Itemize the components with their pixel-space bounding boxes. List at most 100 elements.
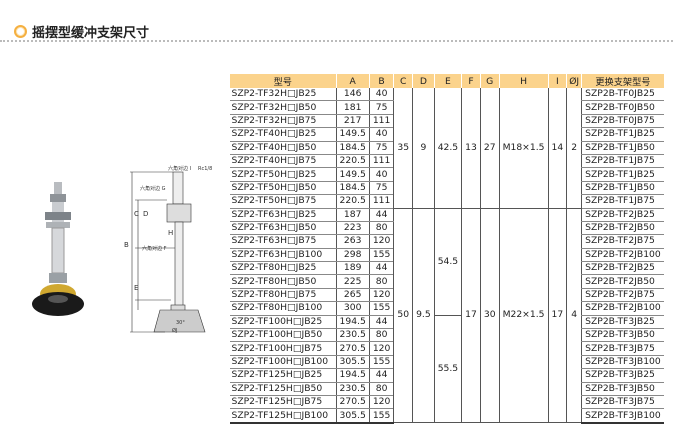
table-cell: 120 — [368, 288, 394, 303]
column-header: D — [412, 74, 435, 88]
table-cell: 80 — [368, 221, 394, 236]
label-c: C — [134, 210, 139, 218]
table-cell: SZP2B-TF2JB75 — [581, 234, 664, 249]
table-cell: 149.5 — [335, 167, 370, 182]
table-cell: 35 — [393, 88, 413, 209]
table-cell: 75 — [368, 181, 394, 196]
table-cell: 44 — [368, 368, 394, 383]
label-hex-i: 六角对边 I — [168, 165, 191, 172]
table-cell: SZP2B-TF1JB25 — [581, 167, 664, 182]
table-cell: SZP2-TF40H□JB25 — [229, 127, 336, 142]
table-cell: SZP2B-TF1JB50 — [581, 141, 664, 155]
table-cell: SZP2-TF63H□JB25 — [229, 208, 336, 222]
table-cell: SZP2B-TF3JB25 — [581, 315, 664, 330]
label-e: E — [134, 284, 138, 292]
table-cell: 230.5 — [335, 382, 370, 396]
table-cell: SZP2-TF63H□JB100 — [229, 248, 336, 263]
table-cell: 75 — [368, 100, 394, 115]
table-cell: 225 — [335, 274, 370, 289]
table-cell: 155 — [368, 248, 394, 263]
table-cell: SZP2B-TF3JB50 — [581, 382, 664, 396]
table-cell: SZP2B-TF1JB75 — [581, 194, 664, 209]
table-cell: 14 — [547, 88, 567, 209]
table-cell: 27 — [479, 88, 500, 209]
table-cell: SZP2B-TF0JB25 — [581, 88, 664, 102]
dotted-divider — [0, 40, 673, 42]
table-cell: 194.5 — [335, 315, 370, 330]
table-cell: 50 — [393, 208, 413, 424]
table-cell: 30 — [479, 208, 500, 424]
table-cell: 194.5 — [335, 368, 370, 383]
table-cell: SZP2-TF40H□JB50 — [229, 141, 336, 155]
table-cell: SZP2-TF50H□JB75 — [229, 194, 336, 209]
table-cell: SZP2B-TF0JB50 — [581, 100, 664, 115]
table-cell: 305.5 — [335, 408, 370, 424]
label-port: Rc1/8 — [198, 166, 212, 172]
table-cell: SZP2-TF80H□JB50 — [229, 274, 336, 289]
product-photo — [32, 182, 84, 316]
table-cell: 42.5 — [433, 88, 462, 209]
table-cell: SZP2-TF63H□JB75 — [229, 234, 336, 249]
table-cell: 40 — [368, 167, 394, 182]
table-cell: M18×1.5 — [498, 88, 548, 209]
table-cell: 120 — [368, 234, 394, 249]
table-cell: 40 — [368, 88, 394, 102]
table-cell: SZP2-TF125H□JB50 — [229, 382, 336, 396]
section-title: 摇摆型缓冲支架尺寸 — [14, 22, 149, 41]
table-cell: SZP2B-TF2JB25 — [581, 208, 664, 222]
table-cell: SZP2-TF50H□JB50 — [229, 181, 336, 196]
table-cell: SZP2-TF63H□JB50 — [229, 221, 336, 236]
table-cell: 9.5 — [412, 208, 435, 424]
table-cell: 184.5 — [335, 141, 370, 155]
table-cell: 80 — [368, 274, 394, 289]
column-header: ØJ — [566, 74, 582, 88]
table-cell: 44 — [368, 208, 394, 222]
table-cell: SZP2-TF125H□JB100 — [229, 408, 336, 424]
table-cell: 120 — [368, 395, 394, 410]
table-cell: SZP2B-TF2JB100 — [581, 248, 664, 263]
table-cell: SZP2-TF100H□JB100 — [229, 355, 336, 370]
label-d: D — [143, 210, 148, 218]
table-cell: 298 — [335, 248, 370, 263]
table-cell: SZP2-TF80H□JB25 — [229, 261, 336, 276]
column-header: G — [479, 74, 500, 88]
table-cell: 80 — [368, 328, 394, 343]
table-cell: 305.5 — [335, 355, 370, 370]
column-header: C — [393, 74, 413, 88]
table-cell: 187 — [335, 208, 370, 222]
table-cell: 220.5 — [335, 154, 370, 169]
table-cell: 189 — [335, 261, 370, 276]
table-cell: 263 — [335, 234, 370, 249]
table-cell: 40 — [368, 127, 394, 142]
table-cell: 111 — [368, 194, 394, 209]
column-header: 更换支架型号 — [581, 74, 664, 88]
label-b: B — [124, 241, 129, 249]
table-cell: SZP2B-TF3JB75 — [581, 395, 664, 410]
table-cell: SZP2B-TF1JB50 — [581, 181, 664, 196]
table-cell: 155 — [368, 355, 394, 370]
column-header: E — [433, 74, 462, 88]
table-cell: SZP2B-TF0JB75 — [581, 114, 664, 129]
table-cell: SZP2-TF100H□JB50 — [229, 328, 336, 343]
label-h: H — [168, 229, 173, 237]
label-j: ØJ — [172, 327, 177, 334]
table-cell: 9 — [412, 88, 435, 209]
table-cell: 44 — [368, 315, 394, 330]
table-cell: 54.5 — [433, 208, 462, 316]
